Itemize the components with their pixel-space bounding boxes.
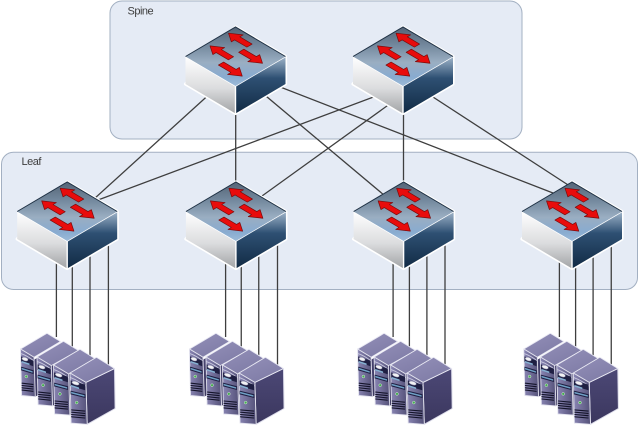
svg-text:Spine: Spine xyxy=(128,6,154,18)
svg-text:Leaf: Leaf xyxy=(22,156,43,168)
